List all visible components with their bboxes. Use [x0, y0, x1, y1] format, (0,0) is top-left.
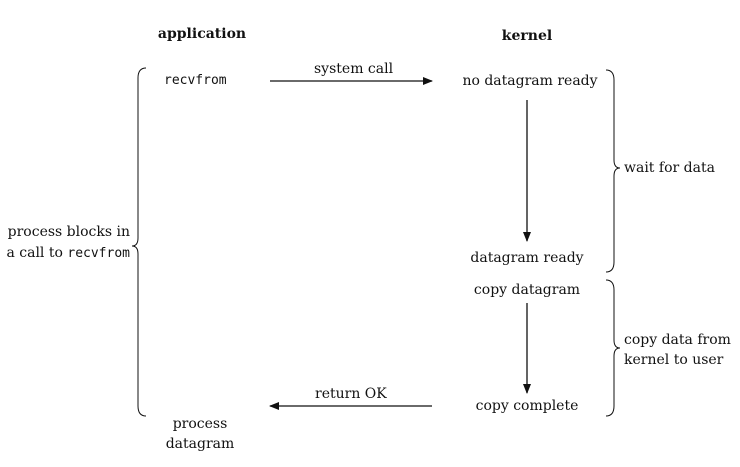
process-blocks-line2: a call to recvfrom: [2, 243, 130, 264]
copy-data-line2: kernel to user: [624, 352, 724, 368]
return-ok-label: return OK: [315, 386, 387, 402]
copy-complete-label: copy complete: [475, 398, 579, 414]
wait-for-data-label: wait for data: [624, 160, 715, 176]
no-datagram-ready-label: no datagram ready: [462, 73, 598, 89]
datagram-ready-label: datagram ready: [470, 250, 584, 266]
application-header: application: [157, 26, 247, 42]
process-blocks-line1: process blocks in: [7, 224, 130, 240]
copy-datagram-label: copy datagram: [473, 282, 581, 298]
wait-brace: [605, 69, 621, 273]
recvfrom-call: recvfrom: [164, 73, 227, 88]
copy-data-label: copy data from kernel to user: [624, 330, 731, 370]
process-blocks-code: recvfrom: [67, 246, 130, 261]
block-brace: [131, 67, 147, 417]
process-blocks-label: process blocks in a call to recvfrom: [2, 222, 130, 264]
process-datagram-line1: process: [172, 416, 228, 432]
process-datagram-line2: datagram: [165, 436, 235, 452]
process-datagram-label: process datagram: [150, 414, 250, 454]
kernel-header: kernel: [501, 28, 553, 44]
process-blocks-prefix: a call to: [6, 245, 68, 261]
system-call-label: system call: [314, 61, 394, 77]
copy-data-line1: copy data from: [624, 332, 731, 348]
copy-brace: [605, 279, 621, 417]
